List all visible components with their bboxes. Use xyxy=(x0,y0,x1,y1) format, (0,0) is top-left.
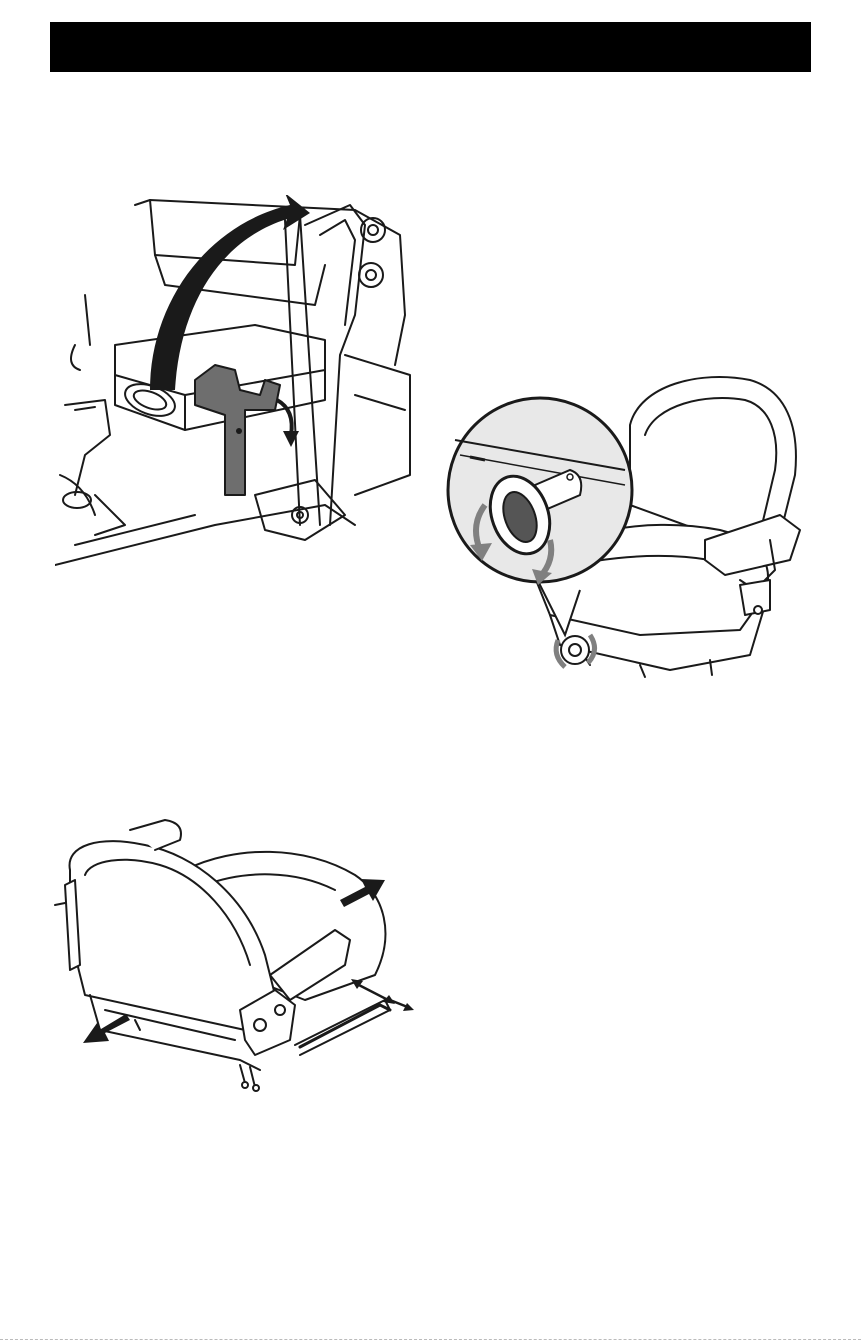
section-header-bar xyxy=(50,22,811,72)
seat-recline-knob-illustration xyxy=(440,365,810,685)
seat-lift-lever-illustration xyxy=(55,195,415,570)
seat-lift-lever-drawing xyxy=(55,195,415,570)
seat-slide-drawing xyxy=(45,815,420,1100)
seat-recline-drawing xyxy=(440,365,810,685)
seat-latch-lever xyxy=(195,365,280,495)
curved-arrow-icon xyxy=(150,195,310,390)
section-title xyxy=(50,34,66,59)
seat-slide-illustration xyxy=(45,815,420,1100)
page-bottom-rule xyxy=(0,1339,861,1340)
